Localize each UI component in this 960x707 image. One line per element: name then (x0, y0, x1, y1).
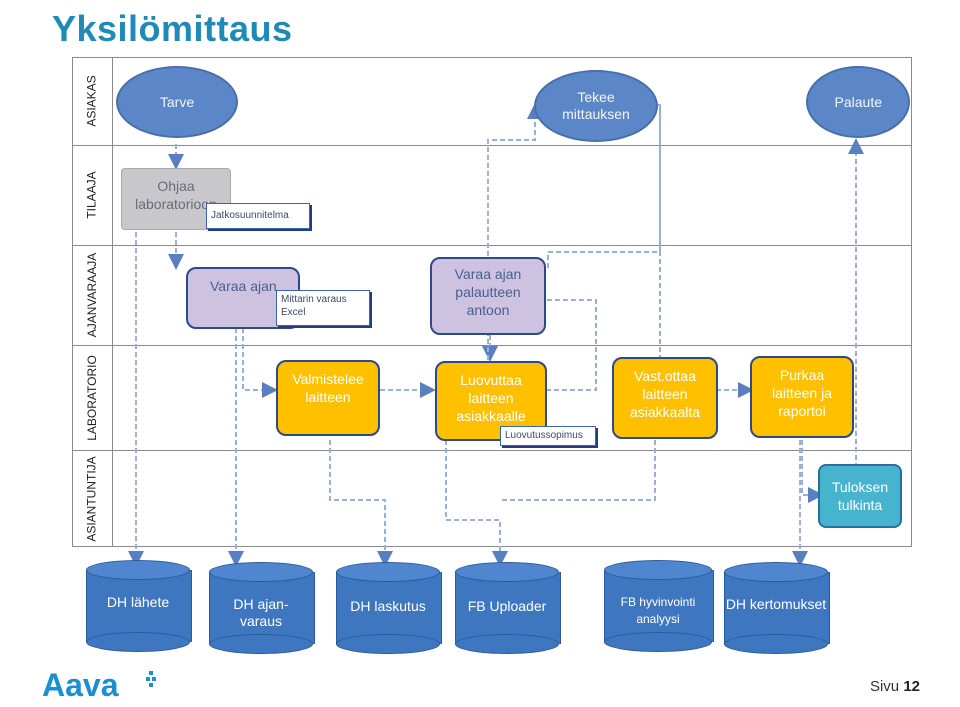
aava-logo: Aava (42, 667, 162, 707)
logo-sparkle-icon (146, 671, 156, 687)
system-fb-uploader[interactable]: FB Uploader (455, 562, 561, 654)
system-label: FB Uploader (467, 598, 547, 614)
node-tuloksen-tulkinta[interactable]: Tuloksen tulkinta (818, 464, 902, 528)
system-label: DH kertomukset (725, 596, 827, 612)
page-title: Yksilömittaus (52, 8, 293, 49)
node-palaute[interactable]: Palaute (806, 66, 910, 138)
system-dh-lahete[interactable]: DH lähete (86, 560, 192, 652)
system-fb-hyvinvointi[interactable]: FB hyvinvointi analyysi (604, 560, 714, 652)
system-dh-kertomukset[interactable]: DH kertomukset (724, 562, 830, 654)
node-tarve[interactable]: Tarve (116, 66, 238, 138)
system-dh-laskutus[interactable]: DH laskutus (336, 562, 442, 654)
system-label: DH lähete (106, 594, 170, 610)
system-label: DH laskutus (350, 598, 426, 614)
system-dh-ajanvaraus[interactable]: DH ajan-varaus (209, 562, 315, 654)
node-tekee-mittauksen[interactable]: Tekee mittauksen (534, 70, 658, 142)
lane-label-separator (112, 57, 113, 547)
note-jatkosuunnitelma: Jatkosuunnitelma (206, 203, 310, 229)
lane-separator (72, 450, 912, 451)
node-valmistelee-laitteen[interactable]: Valmistelee laitteen (276, 360, 380, 436)
page-number: Sivu 12 (869, 678, 920, 695)
system-label: FB hyvinvointi analyysi (620, 595, 696, 626)
lane-separator (72, 145, 912, 146)
node-vast-ottaa-laitteen[interactable]: Vast.ottaa laitteen asiakkaalta (612, 357, 718, 439)
lane-separator (72, 345, 912, 346)
node-varaa-palautteen[interactable]: Varaa ajan palautteen antoon (430, 257, 546, 335)
note-mittarin-varaus: Mittarin varaus Excel (276, 290, 370, 326)
logo-text: Aava (42, 668, 119, 702)
note-luovutussopimus: Luovutussopimus (500, 426, 596, 446)
node-purkaa-laitteen[interactable]: Purkaa laitteen ja raportoi (750, 356, 854, 438)
system-label: DH ajan-varaus (233, 596, 289, 629)
lane-separator (72, 245, 912, 246)
